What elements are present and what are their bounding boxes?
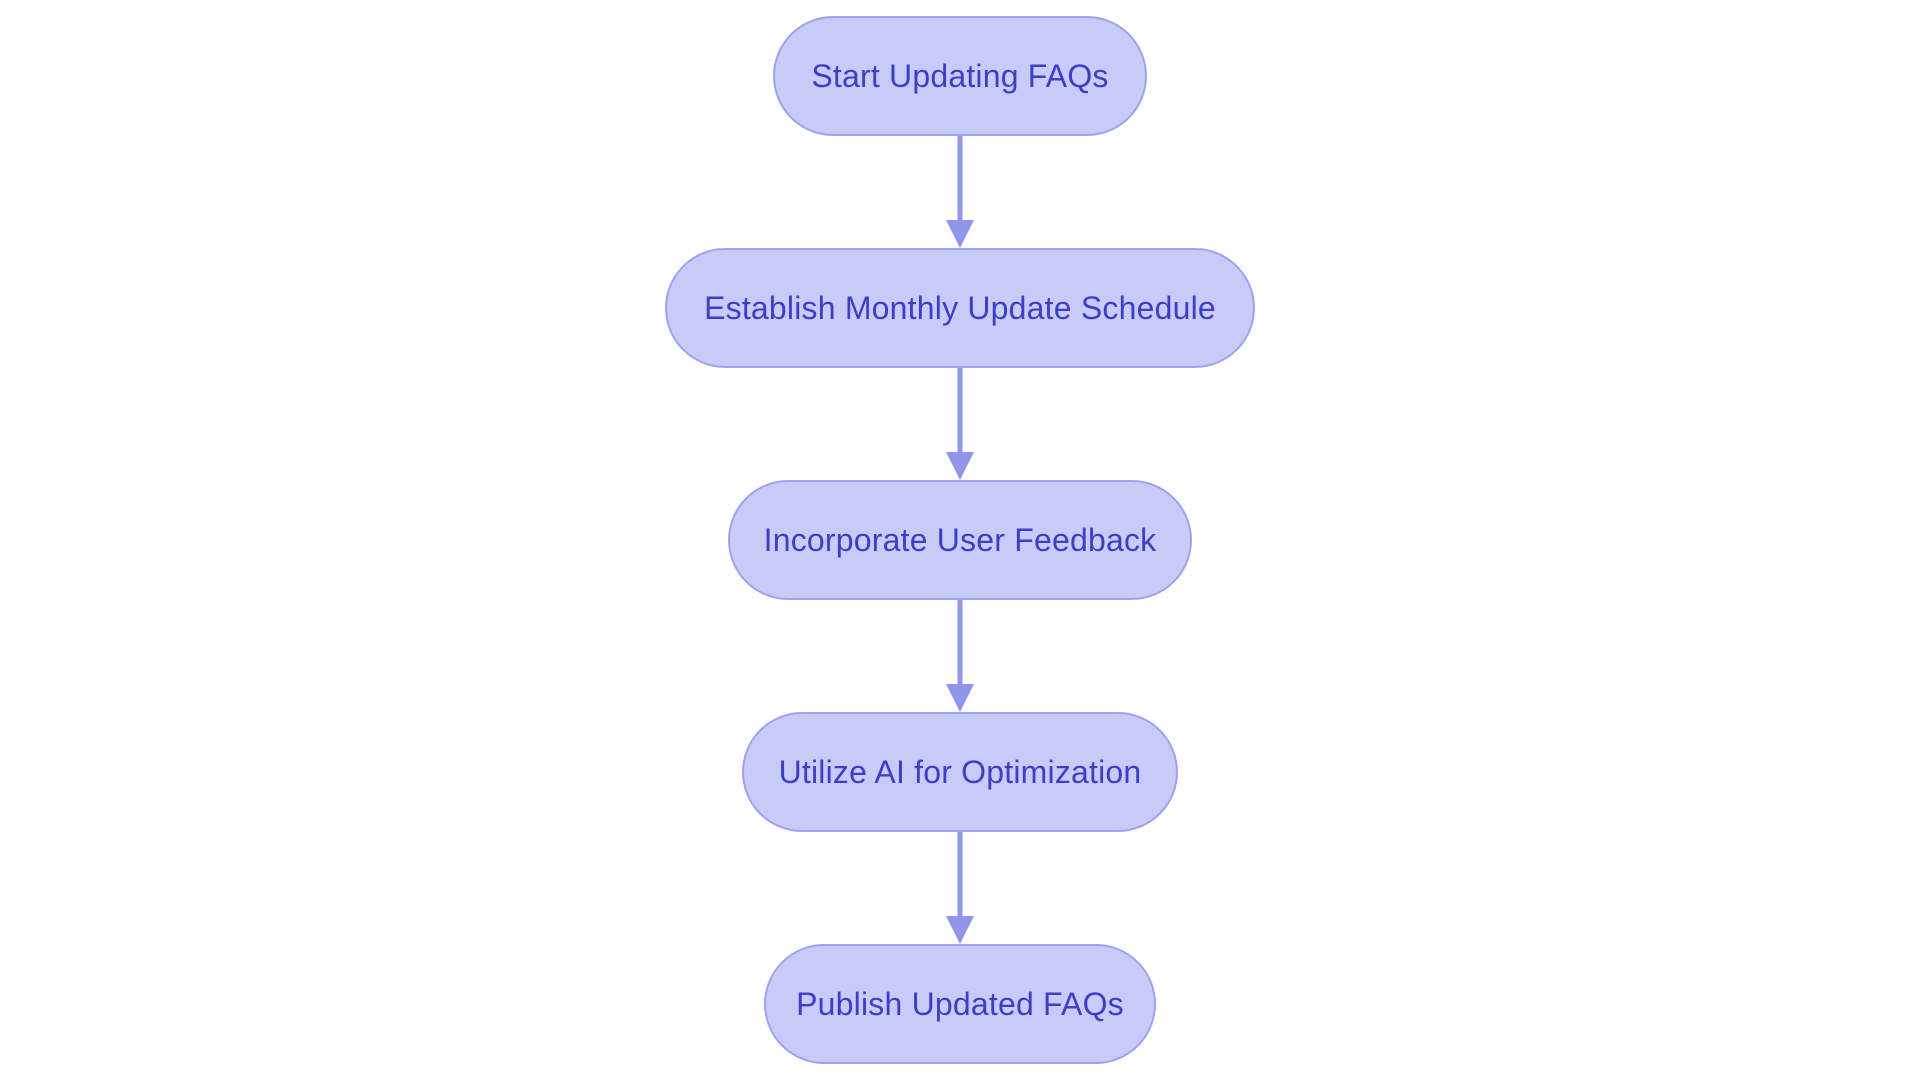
flow-node-utilize-ai-for-optimization: Utilize AI for Optimization <box>742 712 1178 832</box>
flowchart-column: Start Updating FAQs Establish Monthly Up… <box>0 16 1920 1064</box>
node-label: Publish Updated FAQs <box>796 985 1124 1022</box>
flow-node-publish-updated-faqs: Publish Updated FAQs <box>764 944 1156 1064</box>
flow-node-incorporate-user-feedback: Incorporate User Feedback <box>728 480 1192 600</box>
node-label: Utilize AI for Optimization <box>778 753 1142 790</box>
node-label: Incorporate User Feedback <box>763 521 1157 558</box>
node-label: Start Updating FAQs <box>811 57 1109 94</box>
connector-arrow-down-1 <box>946 136 974 248</box>
node-label: Establish Monthly Update Schedule <box>704 289 1216 326</box>
connector-arrow-down-3 <box>946 600 974 712</box>
flow-node-start-updating-faqs: Start Updating FAQs <box>773 16 1147 136</box>
connector-arrow-down-4 <box>946 832 974 944</box>
flow-node-establish-monthly-update-schedule: Establish Monthly Update Schedule <box>665 248 1255 368</box>
connector-arrow-down-2 <box>946 368 974 480</box>
